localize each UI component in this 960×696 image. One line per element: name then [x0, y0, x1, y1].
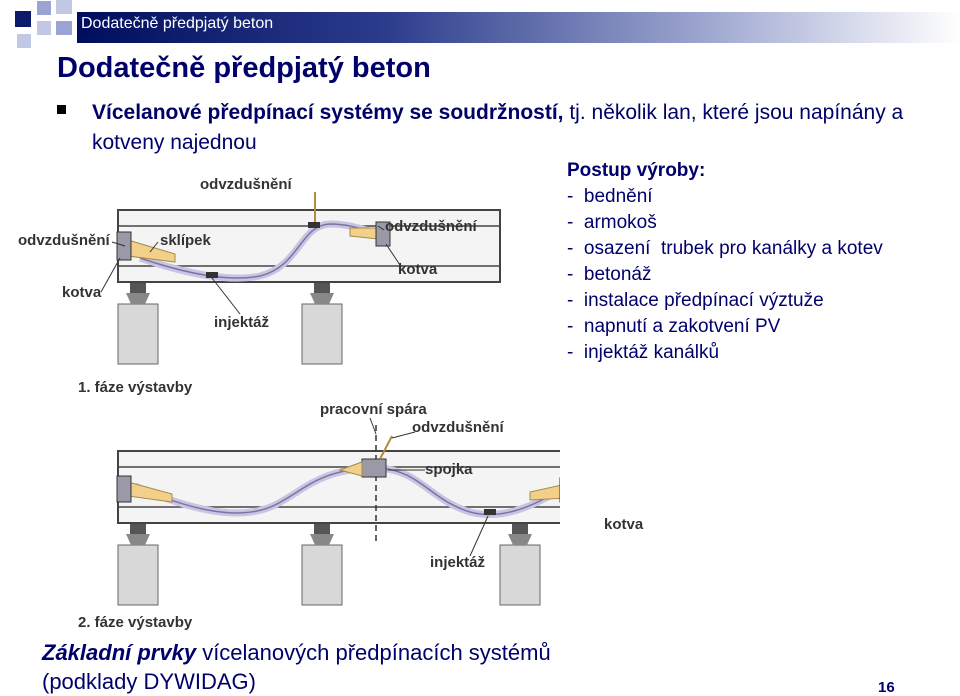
- procedure-step: - betonáž: [567, 264, 652, 285]
- bullet-text-normal: tj. několik lan, které jsou napínány a k…: [92, 101, 904, 154]
- decor-square-light-2: [56, 0, 72, 14]
- caption-normal: vícelanových předpínacích systémů: [196, 640, 551, 665]
- stage1-label-trumpet: sklípek: [160, 232, 212, 249]
- prestress-diagram: odvzdušnění odvzdušnění odvzdušnění sklí…: [18, 176, 560, 631]
- decor-square-light-3: [37, 21, 51, 35]
- decor-square-dark-1: [15, 11, 31, 27]
- slide-title: Dodatečně předpjatý beton: [57, 52, 431, 84]
- caption-line2: (podklady DYWIDAG): [42, 669, 256, 694]
- stage2-beam: [116, 417, 560, 606]
- decor-square-light-4: [56, 21, 72, 35]
- stage1-label-anchor-right: kotva: [398, 261, 438, 278]
- stage1-label-anchor-left: kotva: [62, 284, 102, 301]
- procedure-step: - osazení trubek pro kanálky a kotev: [567, 238, 883, 259]
- decor-square-light-1: [37, 1, 51, 15]
- caption-line1: Základní prvky vícelanových předpínacích…: [42, 638, 551, 667]
- bullet-text-bold: Vícelanové předpínací systémy se soudržn…: [92, 101, 564, 124]
- stage1-stage-label: 1. fáze výstavby: [78, 379, 193, 396]
- bullet-square-icon: [57, 105, 66, 114]
- stage1-label-vent-top: odvzdušnění: [200, 176, 293, 193]
- page-number: 16: [878, 679, 895, 696]
- procedure-step: - injektáž kanálků: [567, 342, 720, 363]
- stage2-label-vent: odvzdušnění: [412, 419, 505, 436]
- stage2-label-anchor: kotva: [604, 516, 644, 533]
- stage2-label-joint: pracovní spára: [320, 401, 427, 418]
- procedure-list: Postup výroby: - bednění - armokoš - osa…: [567, 158, 883, 366]
- bullet-text: Vícelanové předpínací systémy se soudržn…: [92, 98, 922, 158]
- procedure-step: - napnutí a zakotvení PV: [567, 316, 781, 337]
- caption: Základní prvky vícelanových předpínacích…: [42, 638, 551, 696]
- procedure-step: - bednění: [567, 186, 653, 207]
- stage1-label-grout: injektáž: [214, 314, 269, 331]
- stage1-beam: [100, 192, 501, 365]
- stage2-label-coupler: spojka: [425, 461, 473, 478]
- procedure-step: - instalace předpínací výztuže: [567, 290, 824, 311]
- caption-bold: Základní prvky: [42, 640, 197, 665]
- header-bar-title: Dodatečně předpjatý beton: [81, 15, 274, 32]
- stage2-stage-label: 2. fáze výstavby: [78, 614, 193, 631]
- procedure-step: - armokoš: [567, 212, 657, 233]
- stage1-label-vent-right: odvzdušnění: [385, 218, 478, 235]
- decor-square-light-5: [17, 34, 31, 48]
- stage1-label-vent-left: odvzdušnění: [18, 232, 111, 249]
- stage2-label-grout: injektáž: [430, 554, 485, 571]
- procedure-title: Postup výroby:: [567, 160, 706, 181]
- header-bar: [77, 12, 960, 43]
